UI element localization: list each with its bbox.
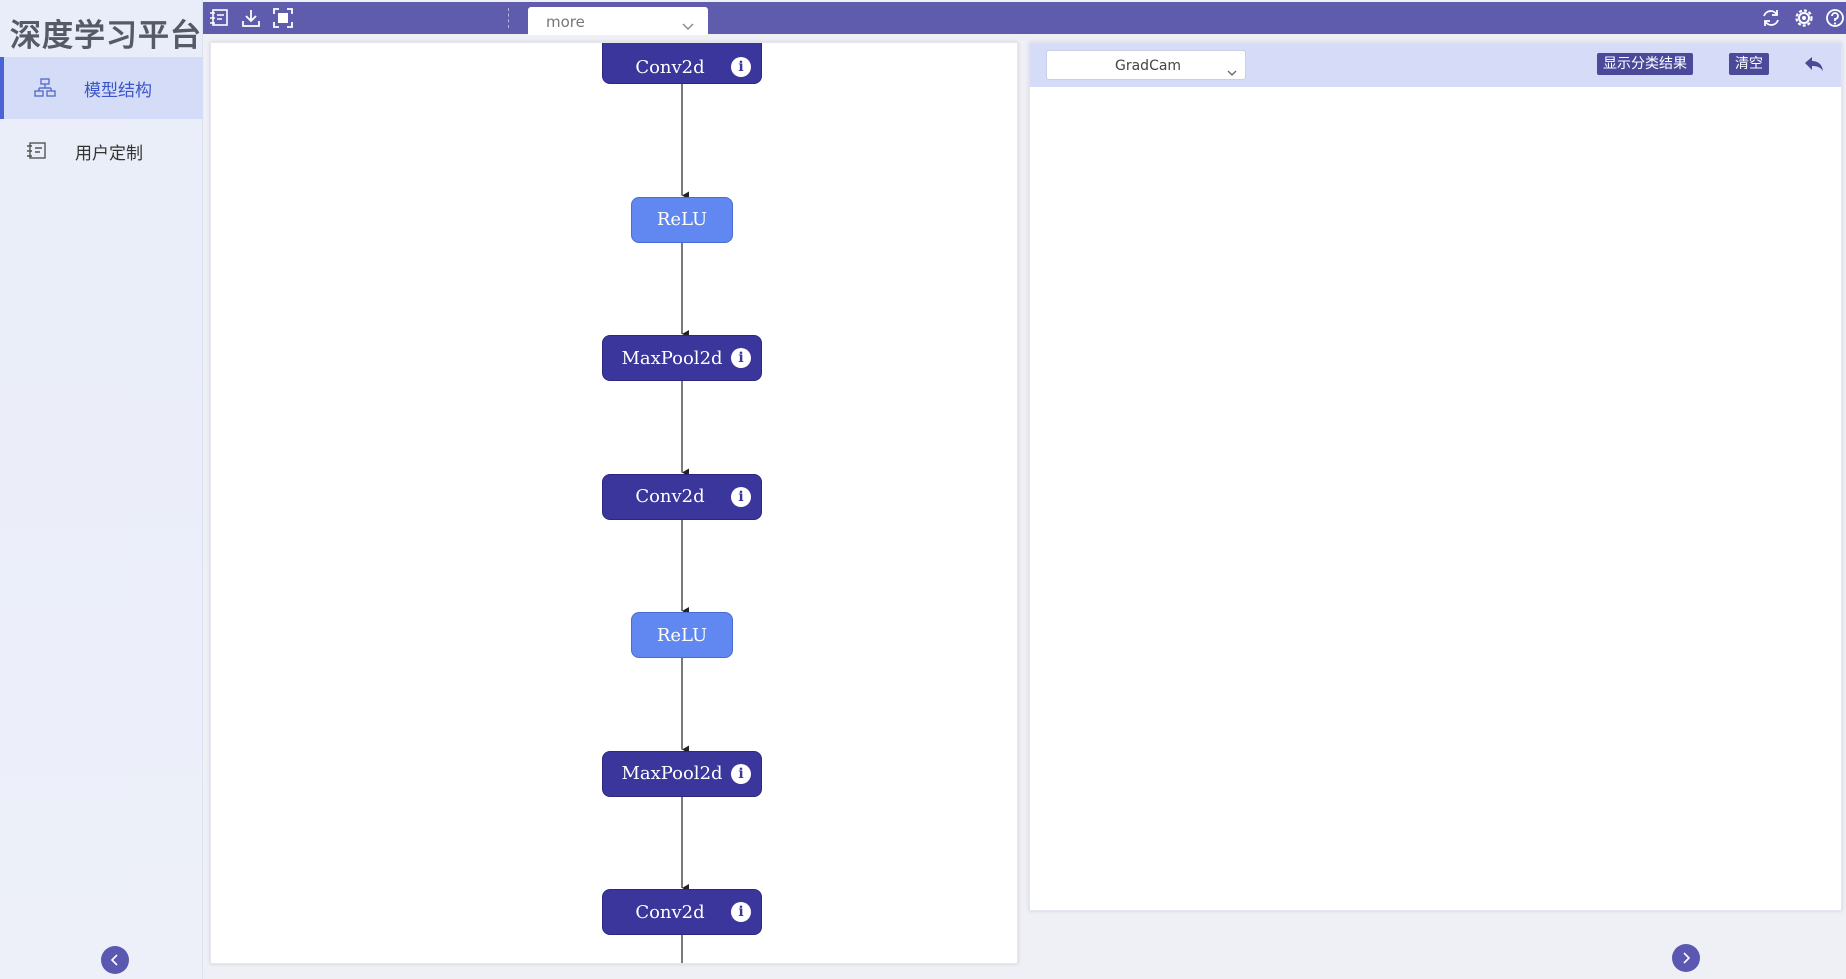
graph-node-conv[interactable]: Conv2d i bbox=[602, 43, 762, 84]
chevron-down-icon bbox=[1227, 62, 1237, 81]
info-icon[interactable]: i bbox=[731, 57, 751, 77]
download-icon[interactable] bbox=[240, 7, 262, 29]
sidebar-item-label: 用户定制 bbox=[75, 144, 143, 164]
graph-node-relu[interactable]: ReLU bbox=[631, 196, 733, 243]
graph-node-conv[interactable]: Conv2d i bbox=[602, 473, 762, 520]
settings-icon[interactable] bbox=[1793, 7, 1815, 29]
graph-node-pool[interactable]: MaxPool2d i bbox=[602, 335, 762, 381]
chevron-right-icon bbox=[1680, 949, 1692, 968]
expand-panel-button[interactable] bbox=[1672, 944, 1700, 972]
chevron-down-icon bbox=[682, 16, 694, 35]
layer-select-value: more bbox=[546, 13, 585, 31]
chevron-left-icon bbox=[109, 951, 121, 970]
graph-node-label: Conv2d bbox=[635, 486, 705, 507]
help-icon[interactable] bbox=[1824, 7, 1846, 29]
graph-node-conv[interactable]: Conv2d i bbox=[602, 889, 762, 935]
visualization-panel: GradCam 显示分类结果 清空 bbox=[1029, 42, 1842, 911]
toolbar-divider bbox=[508, 8, 509, 28]
graph-node-label: ReLU bbox=[656, 624, 708, 646]
show-results-button[interactable]: 显示分类结果 bbox=[1597, 53, 1693, 75]
graph-node-label: MaxPool2d bbox=[621, 763, 723, 784]
graph-node-label: MaxPool2d bbox=[621, 347, 723, 369]
method-select[interactable]: GradCam bbox=[1046, 50, 1246, 80]
sidebar-item-label: 模型结构 bbox=[84, 81, 152, 101]
graph-node-pool[interactable]: MaxPool2d i bbox=[602, 750, 762, 797]
fit-screen-icon[interactable] bbox=[272, 7, 294, 29]
top-toolbar: more bbox=[203, 2, 1846, 35]
info-icon[interactable]: i bbox=[731, 902, 751, 922]
import-icon[interactable] bbox=[208, 7, 230, 29]
sidebar-item-model-structure[interactable]: 模型结构 bbox=[0, 57, 203, 119]
visualization-header: GradCam 显示分类结果 清空 bbox=[1030, 43, 1841, 87]
layer-select[interactable]: more bbox=[528, 7, 708, 35]
refresh-icon[interactable] bbox=[1760, 7, 1782, 29]
app-title: 深度学习平台 bbox=[10, 18, 202, 54]
info-icon[interactable]: i bbox=[731, 486, 751, 507]
clear-button[interactable]: 清空 bbox=[1729, 53, 1769, 75]
hierarchy-icon bbox=[34, 78, 56, 98]
method-select-value: GradCam bbox=[1115, 58, 1182, 74]
graph-edges bbox=[681, 84, 689, 963]
sidebar: 深度学习平台 模型结构 用户定制 bbox=[0, 0, 203, 979]
graph-node-label: Conv2d bbox=[635, 901, 705, 923]
custom-edit-icon bbox=[26, 141, 48, 161]
info-icon[interactable]: i bbox=[731, 763, 751, 784]
graph-node-label: Conv2d bbox=[635, 56, 705, 78]
graph-node-relu[interactable]: ReLU bbox=[631, 612, 733, 658]
info-icon[interactable]: i bbox=[731, 348, 751, 368]
graph-node-label: ReLU bbox=[656, 209, 708, 230]
collapse-sidebar-button[interactable] bbox=[101, 946, 129, 974]
undo-icon[interactable] bbox=[1802, 53, 1826, 77]
sidebar-item-user-custom[interactable]: 用户定制 bbox=[0, 120, 203, 182]
